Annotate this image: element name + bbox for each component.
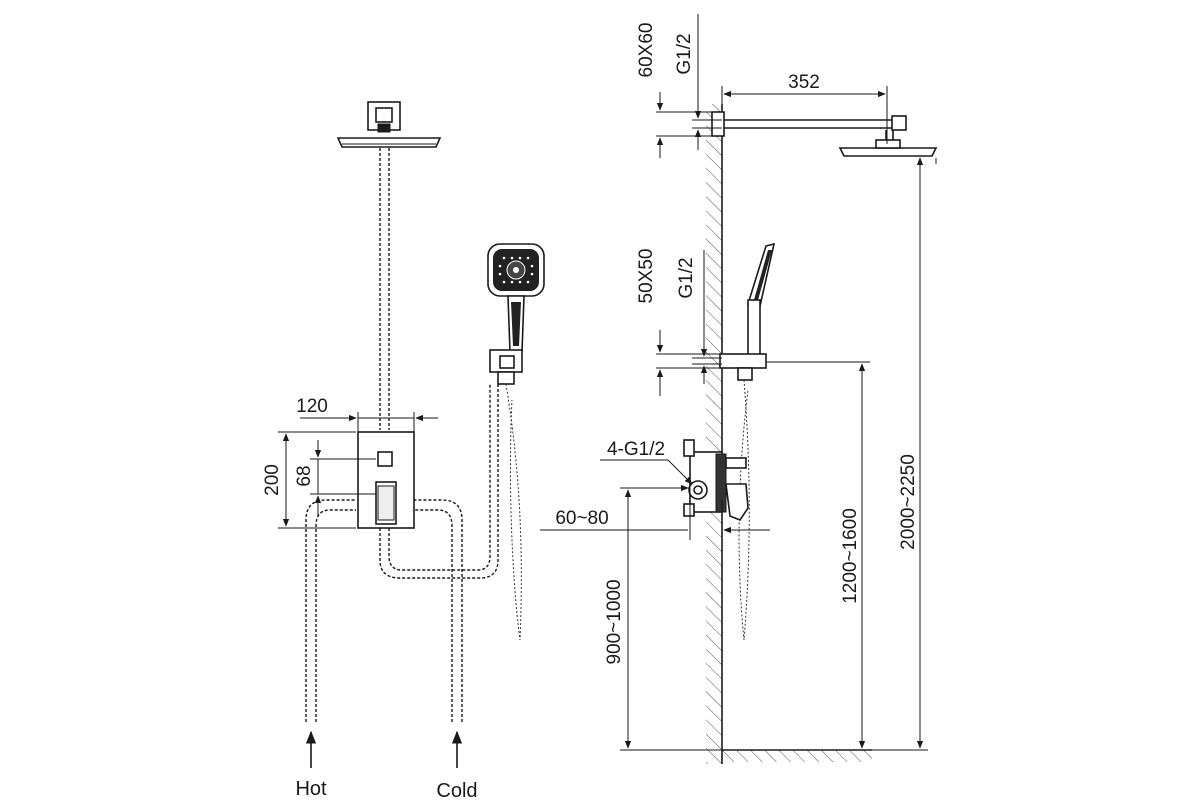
dim-mid-bracket: 50X50 (636, 249, 657, 304)
hot-label: Hot (295, 778, 327, 800)
hot-supply-pipe (305, 499, 356, 722)
dim-arm-length: 352 (788, 72, 820, 93)
cold-supply-pipe (414, 499, 463, 722)
dim-valve-height: 900~1000 (604, 579, 625, 664)
side-rain-head (838, 147, 938, 157)
front-outlet-pipe (379, 384, 499, 579)
dim-top-bracket: 60X60 (636, 23, 657, 78)
side-valve-lever (725, 483, 749, 521)
dim-top-thread: G1/2 (674, 33, 695, 74)
cold-label: Cold (436, 780, 477, 800)
valve-ports-label: 4-G1/2 (607, 439, 665, 460)
side-hose (738, 379, 750, 641)
dim-head-height: 2000~2250 (898, 454, 919, 550)
dim-front-height: 200 (262, 464, 283, 496)
dim-valve-depth: 60~80 (555, 508, 608, 529)
dim-front-width: 120 (296, 396, 328, 417)
dim-mid-thread: G1/2 (676, 257, 697, 298)
front-hose (505, 383, 522, 641)
side-shower-holder (719, 353, 767, 369)
dim-holder-height: 1200~1600 (840, 508, 861, 604)
side-wall-flange-top (711, 111, 725, 137)
front-valve-plate (357, 431, 415, 529)
front-rain-head (336, 137, 442, 148)
front-view: Hot Cold 120 200 68 (262, 101, 545, 800)
dim-front-outlet: 68 (294, 465, 315, 486)
side-view: 60X60 G1/2 352 50X50 G1/2 4-G1/2 60~80 (540, 14, 938, 764)
side-hand-shower-handle (747, 299, 761, 357)
wall (706, 104, 722, 764)
floor (722, 750, 872, 762)
